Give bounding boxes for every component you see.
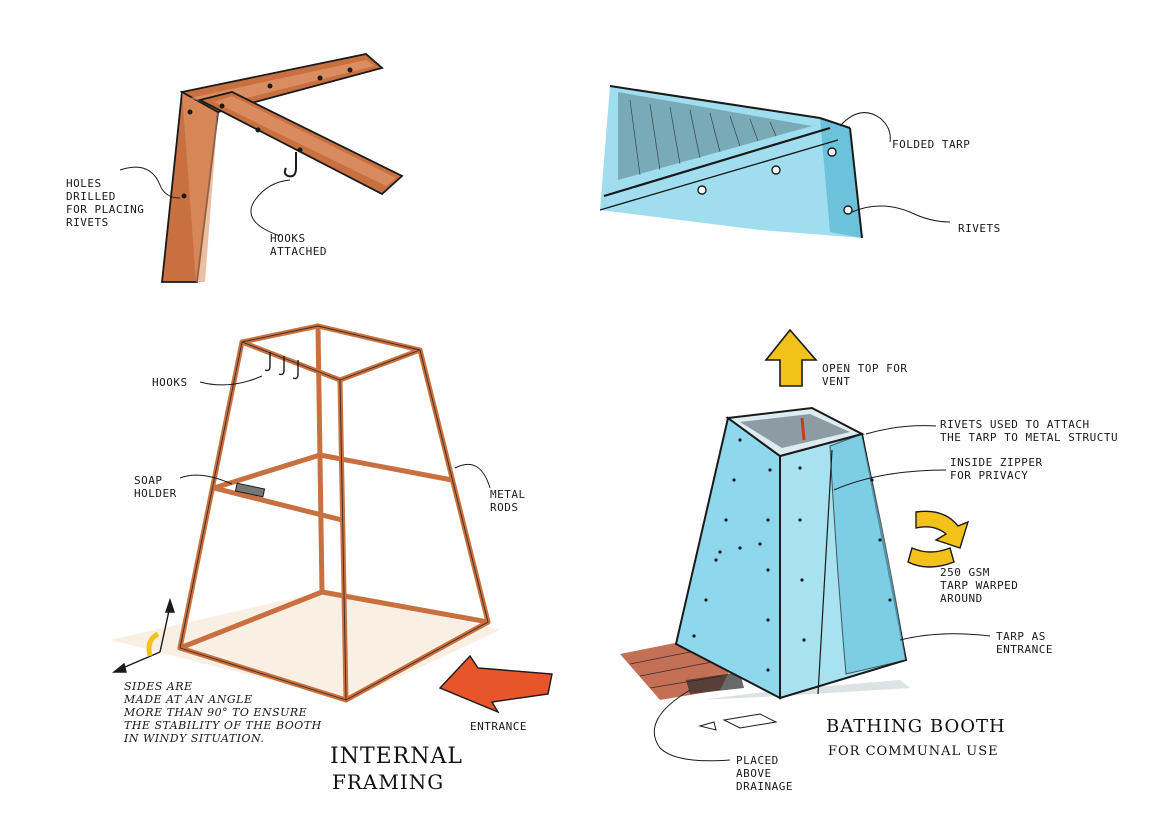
- booth-rivets: [692, 438, 892, 672]
- label-tarp-warped: 250 GSM TARP WARPED AROUND: [940, 566, 1019, 605]
- hooks-icon: [264, 352, 299, 380]
- label-hooks-attached: HOOKS ATTACHED: [270, 232, 327, 258]
- label-soap-holder: SOAP HOLDER: [134, 474, 177, 500]
- label-inside-zipper: INSIDE ZIPPER FOR PRIVACY: [950, 456, 1043, 482]
- angle-indicator-icon: [112, 597, 175, 673]
- label-placed-above: PLACED ABOVE DRAINAGE: [736, 754, 793, 793]
- label-entrance: ENTRANCE: [470, 720, 527, 733]
- wrap-arrow-icon: [915, 510, 970, 549]
- rivets-row: [697, 147, 853, 215]
- label-rivets: RIVETS: [958, 222, 1001, 235]
- label-hooks: HOOKS: [152, 376, 188, 389]
- internal-framing-drawing: [110, 323, 553, 714]
- label-open-top: OPEN TOP FOR VENT: [822, 362, 908, 388]
- label-metal-rods: METAL RODS: [490, 488, 526, 514]
- subtitle-communal-use: FOR COMMUNAL USE: [828, 744, 999, 759]
- vent-arrow-icon: [764, 328, 818, 387]
- label-rivets-used: RIVETS USED TO ATTACH THE TARP TO METAL …: [940, 418, 1119, 444]
- label-folded-tarp: FOLDED TARP: [892, 138, 971, 151]
- hook-icon: [283, 152, 297, 178]
- tarp-rivet-detail: [599, 85, 951, 239]
- rivet-holes: [181, 67, 353, 199]
- soap-holder: [234, 482, 266, 498]
- booth-entrance-flap: [829, 433, 907, 675]
- label-sides-note: SIDES ARE MADE AT AN ANGLE MORE THAN 90°…: [124, 680, 322, 745]
- label-tarp-entrance: TARP AS ENTRANCE: [996, 630, 1053, 656]
- label-holes-drilled: HOLES DRILLED FOR PLACING RIVETS: [66, 177, 145, 229]
- folded-tarp: [618, 92, 812, 180]
- title-bathing-booth: BATHING BOOTH: [826, 716, 1006, 737]
- title-framing: FRAMING: [332, 770, 445, 794]
- bathing-booth-drawing: [620, 328, 991, 762]
- entrance-arrow-icon: [438, 654, 553, 714]
- title-internal: INTERNAL: [330, 744, 463, 769]
- frame-corner-detail: [119, 53, 404, 283]
